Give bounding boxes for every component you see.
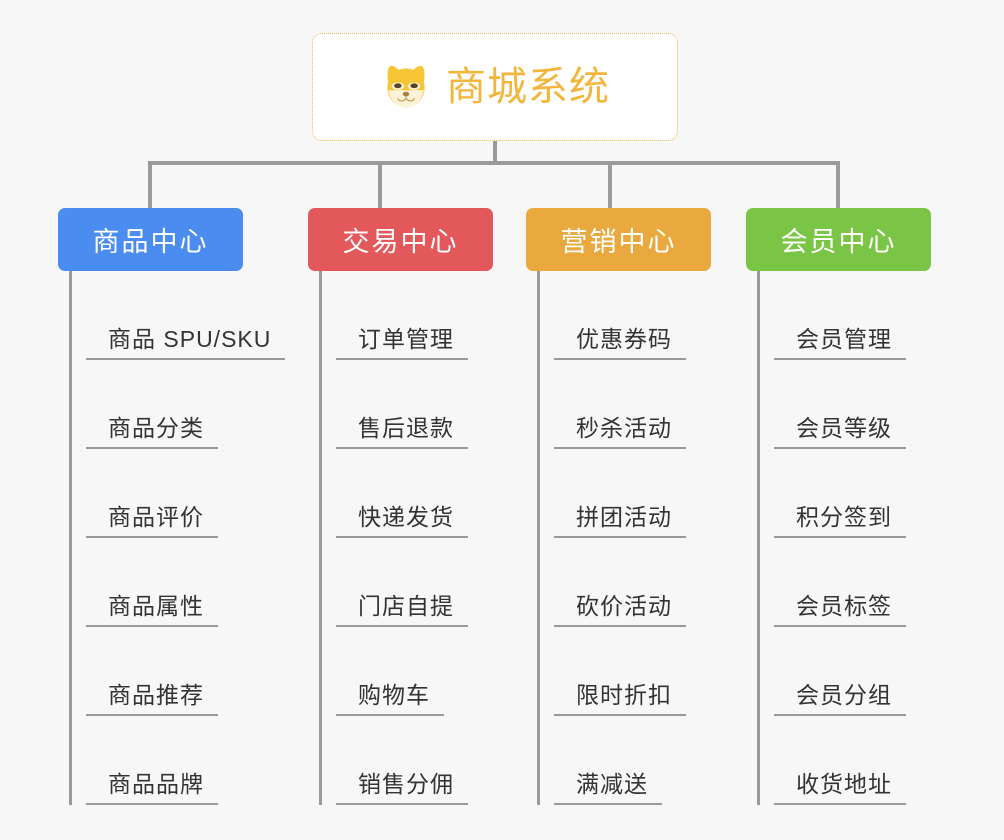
leaf-label: 商品评价 [86,504,218,538]
leaf-item[interactable]: 限时折扣 [554,627,711,716]
leaf-label: 商品属性 [86,593,218,627]
category-header-3[interactable]: 营销中心 [526,208,711,271]
leaf-label: 商品分类 [86,415,218,449]
leaf-item[interactable]: 收货地址 [774,716,931,805]
leaf-label: 商品 SPU/SKU [86,326,286,360]
leaf-item[interactable]: 商品分类 [86,360,243,449]
leaf-label: 会员分组 [774,682,906,716]
leaf-item[interactable]: 销售分佣 [336,716,493,805]
leaf-item[interactable]: 门店自提 [336,538,493,627]
leaf-label: 砍价活动 [554,593,686,627]
category-column-4: 会员中心 会员管理 会员等级 积分签到 会员标签 会员分组 收货地址 [746,208,931,805]
leaf-item[interactable]: 会员等级 [774,360,931,449]
leaf-label: 快递发货 [336,504,468,538]
leaf-item[interactable]: 积分签到 [774,449,931,538]
category-column-1: 商品中心 商品 SPU/SKU 商品分类 商品评价 商品属性 商品推荐 商品品牌 [58,208,286,805]
category-header-1[interactable]: 商品中心 [58,208,243,271]
leaf-item[interactable]: 商品品牌 [86,716,243,805]
leaf-label: 满减送 [554,771,662,805]
category-header-3-label: 营销中心 [560,227,677,257]
leaf-label: 秒杀活动 [554,415,686,449]
category-header-1-label: 商品中心 [92,227,209,257]
leaf-label: 商品品牌 [86,771,218,805]
connector-horizontal-bus [148,161,840,165]
leaf-label: 会员等级 [774,415,906,449]
leaf-label: 购物车 [336,682,444,716]
category-header-2[interactable]: 交易中心 [308,208,493,271]
leaf-item[interactable]: 商品评价 [86,449,243,538]
leaf-item[interactable]: 会员标签 [774,538,931,627]
leaf-label: 收货地址 [774,771,906,805]
leaf-label: 限时折扣 [554,682,686,716]
category-column-3: 营销中心 优惠券码 秒杀活动 拼团活动 砍价活动 限时折扣 满减送 [526,208,711,805]
leaf-item[interactable]: 商品 SPU/SKU [86,271,286,360]
leaf-label: 门店自提 [336,593,468,627]
category-column-2: 交易中心 订单管理 售后退款 快递发货 门店自提 购物车 销售分佣 [308,208,493,805]
leaf-item[interactable]: 秒杀活动 [554,360,711,449]
leaf-item[interactable]: 快递发货 [336,449,493,538]
leaf-item[interactable]: 满减送 [554,716,711,805]
leaf-list-3: 优惠券码 秒杀活动 拼团活动 砍价活动 限时折扣 满减送 [537,271,711,805]
leaf-item[interactable]: 订单管理 [336,271,493,360]
leaf-list-2: 订单管理 售后退款 快递发货 门店自提 购物车 销售分佣 [319,271,493,805]
leaf-item[interactable]: 砍价活动 [554,538,711,627]
connector-drop-1 [148,161,152,208]
leaf-label: 积分签到 [774,504,906,538]
root-node[interactable]: 商城系统 [312,33,678,141]
shiba-dog-face-icon [387,65,425,108]
connector-drop-2 [378,161,382,208]
root-title: 商城系统 [446,65,610,109]
category-header-4[interactable]: 会员中心 [746,208,931,271]
leaf-item[interactable]: 售后退款 [336,360,493,449]
leaf-label: 拼团活动 [554,504,686,538]
leaf-label: 会员管理 [774,326,906,360]
connector-root-stem [493,141,497,165]
category-header-4-label: 会员中心 [780,227,897,257]
leaf-label: 订单管理 [336,326,468,360]
leaf-item[interactable]: 购物车 [336,627,493,716]
leaf-item[interactable]: 商品推荐 [86,627,243,716]
connector-drop-3 [608,161,612,208]
connector-drop-4 [836,161,840,208]
leaf-item[interactable]: 商品属性 [86,538,243,627]
leaf-item[interactable]: 拼团活动 [554,449,711,538]
leaf-label: 销售分佣 [336,771,468,805]
leaf-list-1: 商品 SPU/SKU 商品分类 商品评价 商品属性 商品推荐 商品品牌 [69,271,286,805]
leaf-label: 优惠券码 [554,326,686,360]
leaf-label: 会员标签 [774,593,906,627]
leaf-list-4: 会员管理 会员等级 积分签到 会员标签 会员分组 收货地址 [757,271,931,805]
leaf-item[interactable]: 会员管理 [774,271,931,360]
category-header-2-label: 交易中心 [342,227,459,257]
leaf-label: 售后退款 [336,415,468,449]
leaf-item[interactable]: 会员分组 [774,627,931,716]
leaf-item[interactable]: 优惠券码 [554,271,711,360]
leaf-label: 商品推荐 [86,682,218,716]
